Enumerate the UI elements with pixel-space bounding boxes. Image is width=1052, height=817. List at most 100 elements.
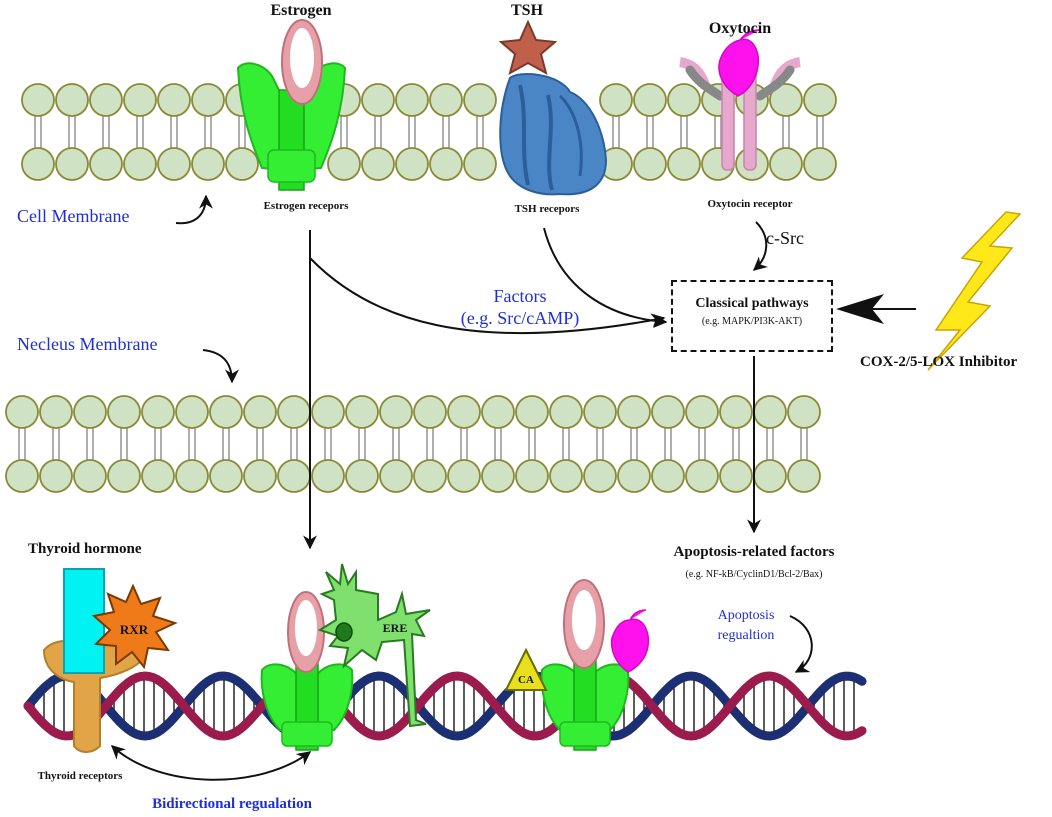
rxr-label: RXR [119,622,149,637]
lipid-head [787,395,821,429]
classical-pathways-title: Classical pathways [695,296,809,311]
lipid-head [39,395,73,429]
lipid-head [599,83,633,117]
lipid-head [685,395,719,429]
lipid-head [243,395,277,429]
star-icon [498,19,558,76]
arrow-icon [543,227,668,329]
classical-pathways-example: (e.g. MAPK/PI3K-AKT) [701,316,803,327]
lipid-head [413,395,447,429]
lipid-head [447,459,481,493]
lipid-head [633,147,667,181]
lipid-head [463,147,497,181]
lipid-head [21,147,55,181]
oxytocin-title: Oxytocin [708,20,772,37]
lipid-head [481,395,515,429]
dna-strand-blue [23,671,867,741]
lipid-head [651,395,685,429]
lightning-icon [927,211,1022,371]
lipid-head [175,395,209,429]
lipid-head [345,459,379,493]
inhibitor-label: COX-2/5-LOX Inhibitor [860,354,1018,370]
lipid-head [345,395,379,429]
arrow-icon [789,615,813,673]
lipid-head [719,395,753,429]
arrow-icon [110,745,312,781]
tsh-receptor [498,19,608,196]
ere-shape [317,563,431,728]
lipid-head [583,459,617,493]
dna-helix-icon [23,671,867,741]
lipid-head [379,395,413,429]
cell-membrane [21,83,837,181]
estrogen-receptor [236,19,347,191]
lipid-head [175,459,209,493]
lipid-head [123,147,157,181]
estrogen-title: Estrogen [270,2,332,19]
lipid-head [481,459,515,493]
lipid-head [311,459,345,493]
lipid-head [361,147,395,181]
thyroid-hormone-label: Thyroid hormone [28,541,142,557]
lipid-head [107,395,141,429]
cell-membrane-label: Cell Membrane [17,206,130,226]
lipid-head [89,147,123,181]
lipid-head [549,395,583,429]
nuclear-estrogen-receptor [260,591,354,751]
lipid-head [209,459,243,493]
ere-label: ERE [382,621,408,635]
lipid-head [73,395,107,429]
arrow-icon [752,221,769,271]
ca-triangle [504,647,548,691]
thyroid-hormone-shape [63,568,105,674]
lipid-head [243,459,277,493]
lipid-head [311,395,345,429]
lipid-head [5,395,39,429]
lipid-head [667,147,701,181]
estrogen-receptor-caption: Estrogen recepors [263,200,349,212]
lipid-head [685,459,719,493]
lipid-head [617,395,651,429]
lipid-head [209,395,243,429]
lipid-head [141,459,175,493]
apoptosis-factors-example: (e.g. NF-kB/CyclinD1/Bcl-2/Bax) [685,569,823,580]
lipid-head [21,83,55,117]
factors-example: (e.g. Src/cAMP) [460,308,580,328]
dna-strand-red [23,671,867,741]
lipid-head [277,459,311,493]
lipid-head [89,83,123,117]
factors-label: Factors [493,286,547,306]
oxytocin-receptor [678,29,802,171]
lipid-head [5,459,39,493]
apoptosis-regulation-line2: regualtion [717,628,775,643]
lipid-head [395,83,429,117]
lipid-head [803,83,837,117]
lipid-head [633,83,667,117]
oxytocin-hormone [718,29,761,97]
arrow-icon [175,194,213,225]
lipid-head [277,395,311,429]
lipid-head [667,83,701,117]
lipid-head [803,147,837,181]
lipid-head [769,83,803,117]
thyroid-receptor [42,568,178,753]
lipid-head [141,395,175,429]
tsh-title: TSH [510,2,544,19]
lipid-head [107,459,141,493]
rxr-shape [91,583,178,670]
lipid-head [769,147,803,181]
lipid-head [463,83,497,117]
lipid-head [327,147,361,181]
arrow-icon [309,257,666,335]
lipid-head [515,395,549,429]
lipid-head [753,395,787,429]
classical-pathways-box: Classical pathways (e.g. MAPK/PI3K-AKT) [671,280,833,352]
apoptosis-factors-title: Apoptosis-related factors [673,544,835,560]
arrow-icon [836,294,884,324]
lipid-head [55,83,89,117]
tsh-receptor-caption: TSH recepors [514,203,580,215]
lipid-head [651,459,685,493]
lipid-head [157,147,191,181]
bidirectional-label: Bidirectional regualation [152,796,312,812]
